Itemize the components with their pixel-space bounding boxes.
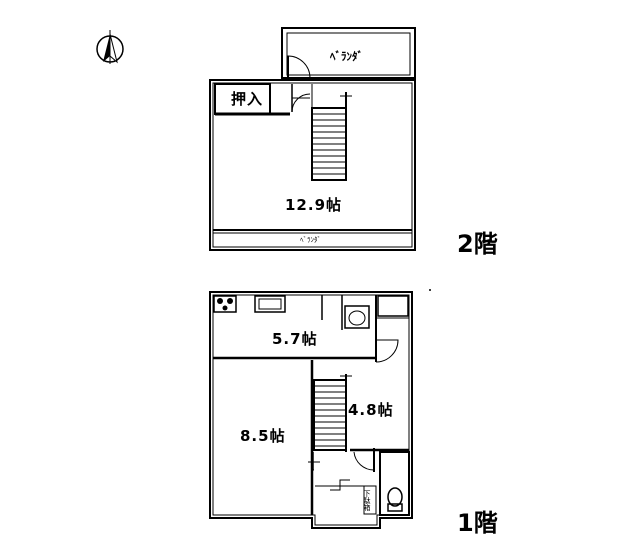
floor1-stair-treads (314, 385, 346, 447)
floor1-kitchen-label: 5.7帖 (272, 330, 318, 348)
floor1-room-left-label: 8.5帖 (240, 427, 286, 445)
floor2-balcony-bottom-label: ﾍﾞﾗﾝﾀﾞ (300, 236, 321, 244)
floor1-label: 1階 (457, 509, 498, 537)
dot-mark (429, 289, 431, 291)
shoe-box-label: 下駄箱 (363, 490, 371, 512)
floor2-room-label: 12.9帖 (285, 196, 342, 214)
floor1-plan (209, 291, 413, 529)
floor2-stair-treads (312, 113, 346, 175)
floor2-closet-label: 押入 (231, 90, 263, 108)
north-arrow-icon (96, 30, 124, 64)
floor2-plan (209, 27, 416, 251)
floor2-balcony-top-label: ﾍﾞﾗﾝﾀﾞ (329, 49, 363, 63)
stove-icon (217, 298, 233, 311)
floor1-room-right-label: 4.8帖 (348, 401, 394, 419)
floor2-label: 2階 (457, 230, 498, 258)
